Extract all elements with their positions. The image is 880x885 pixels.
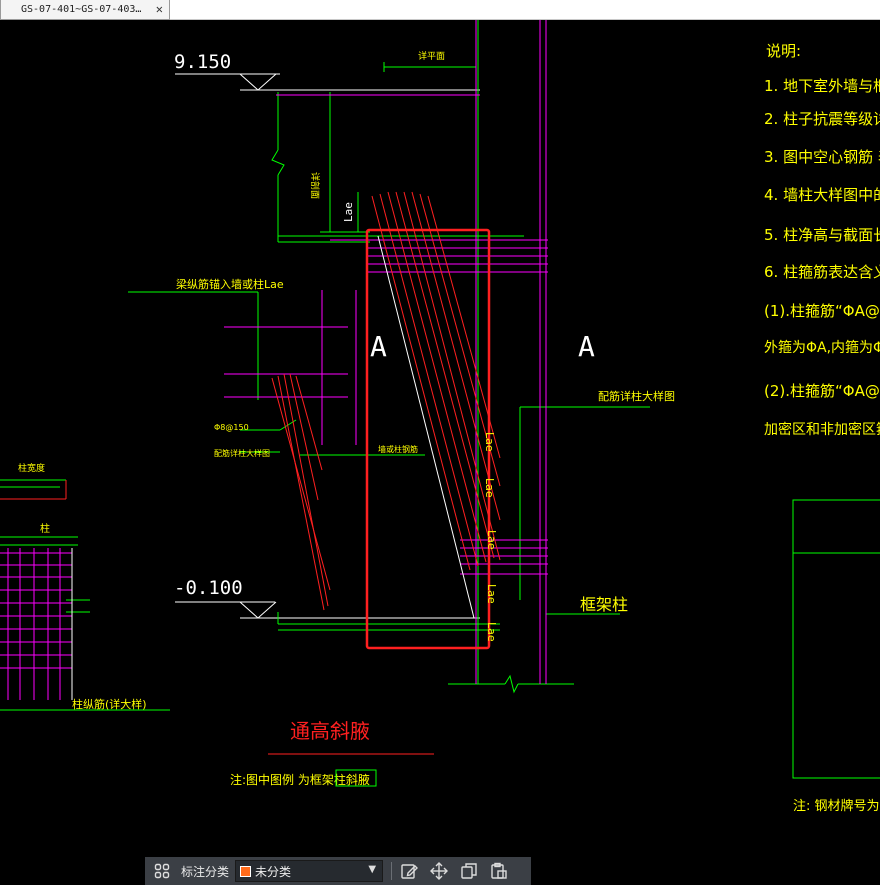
drawing-title: 通高斜腋 bbox=[290, 719, 370, 743]
label-xiangpingmian: 详平面 bbox=[418, 50, 445, 62]
lae-mark-1: Lae bbox=[483, 432, 496, 452]
note-2: 2. 柱子抗震等级详平面图 bbox=[764, 110, 880, 128]
lae-mark-5: Lae bbox=[485, 622, 498, 642]
category-dropdown[interactable]: 未分类 ▼ bbox=[235, 860, 384, 882]
section-mark-left: A bbox=[370, 330, 387, 363]
note-1: 1. 地下室外墙与框架柱未 bbox=[764, 77, 880, 95]
label-column-detail-ref: 配筋详柱大样图 bbox=[214, 448, 270, 458]
green-geometry bbox=[0, 20, 880, 779]
elev-bottom-text: -0.100 bbox=[174, 577, 243, 599]
label-frame-column: 框架柱 bbox=[580, 595, 628, 614]
tab-title: GS-07-401~GS-07-403… bbox=[21, 4, 142, 15]
note-5: 5. 柱净高与截面长边之 bbox=[764, 226, 880, 244]
category-value: 未分类 bbox=[255, 864, 292, 879]
label-lae-small: Lae bbox=[342, 202, 355, 222]
drawing-note: 注:图中图例 为框架柱斜腋 bbox=[230, 772, 370, 787]
note-6-2: (2).柱箍筋“ΦA@100 bbox=[764, 382, 880, 400]
elev-top-text: 9.150 bbox=[174, 51, 231, 73]
notes-heading: 说明: bbox=[766, 42, 801, 60]
lae-mark-2: Lae bbox=[483, 478, 496, 498]
cad-canvas[interactable]: 9.150 -0.100 bbox=[0, 20, 880, 885]
paste-icon[interactable] bbox=[488, 860, 510, 882]
elevation-mark-top: 9.150 bbox=[174, 51, 480, 91]
label-dim-vertical: 详剖面 bbox=[309, 172, 321, 199]
label-wall-bar: 墙或柱钢筋 bbox=[378, 444, 418, 454]
annotation-toolbar: 标注分类 未分类 ▼ bbox=[145, 857, 531, 885]
lae-mark-4: Lae bbox=[485, 584, 498, 604]
elevation-mark-bottom: -0.100 bbox=[174, 577, 480, 619]
category-color-swatch bbox=[240, 865, 252, 877]
note-6-1b: 外箍为ΦA,内箍为ΦB bbox=[764, 339, 880, 356]
label-column-bars: 柱纵筋(详大样) bbox=[72, 697, 147, 711]
note-4: 4. 墙柱大样图中的钢筋 bbox=[764, 186, 880, 204]
magenta-geometry bbox=[0, 20, 548, 700]
highlight-box bbox=[365, 228, 491, 650]
haunch-outline bbox=[71, 235, 475, 700]
annot-category-label: 标注分类 bbox=[181, 864, 230, 879]
slanted-rebars bbox=[0, 191, 501, 755]
lae-mark-3: Lae bbox=[485, 530, 498, 550]
drawing-tab[interactable]: GS-07-401~GS-07-403… ✕ bbox=[0, 0, 170, 20]
toolbar-divider bbox=[391, 862, 393, 880]
lae-marks: Lae Lae Lae Lae Lae bbox=[483, 432, 498, 642]
note-6: 6. 柱箍筋表达含义如下举 bbox=[764, 263, 880, 281]
label-beam-anchor: 梁纵筋锚入墙或柱Lae bbox=[176, 277, 284, 291]
label-bar-spacing: Φ8@150 bbox=[214, 423, 249, 432]
notes-panel: 说明: 1. 地下室外墙与框架柱未 2. 柱子抗震等级详平面图 3. 图中空心钢… bbox=[764, 42, 880, 814]
legend-hatch-box bbox=[335, 769, 377, 787]
note-6-2b: 加密区和非加密区箍筋 bbox=[764, 421, 880, 438]
section-mark-right: A bbox=[578, 330, 595, 363]
label-column-detail-right: 配筋详柱大样图 bbox=[598, 389, 675, 403]
note-6-1: (1).柱箍筋“ΦA@100 bbox=[764, 302, 880, 320]
edit-icon[interactable] bbox=[398, 860, 420, 882]
tab-bar: GS-07-401~GS-07-403… ✕ bbox=[0, 0, 880, 20]
copy-icon[interactable] bbox=[458, 860, 480, 882]
chevron-down-icon: ▼ bbox=[368, 864, 377, 875]
label-column-width: 柱宽度 bbox=[18, 462, 45, 474]
move-icon[interactable] bbox=[428, 860, 450, 882]
label-column: 柱 bbox=[40, 522, 50, 535]
bottom-note: 注: 钢材牌号为Q3 bbox=[793, 798, 880, 814]
note-3: 3. 图中空心钢筋 表示 bbox=[764, 148, 880, 166]
yellow-labels: 详平面 详剖面 Lae 梁纵筋锚入墙或柱Lae Φ8@150 配筋详柱大样图 墙… bbox=[18, 50, 675, 711]
close-icon[interactable]: ✕ bbox=[155, 2, 163, 16]
grid-icon[interactable] bbox=[151, 860, 173, 882]
